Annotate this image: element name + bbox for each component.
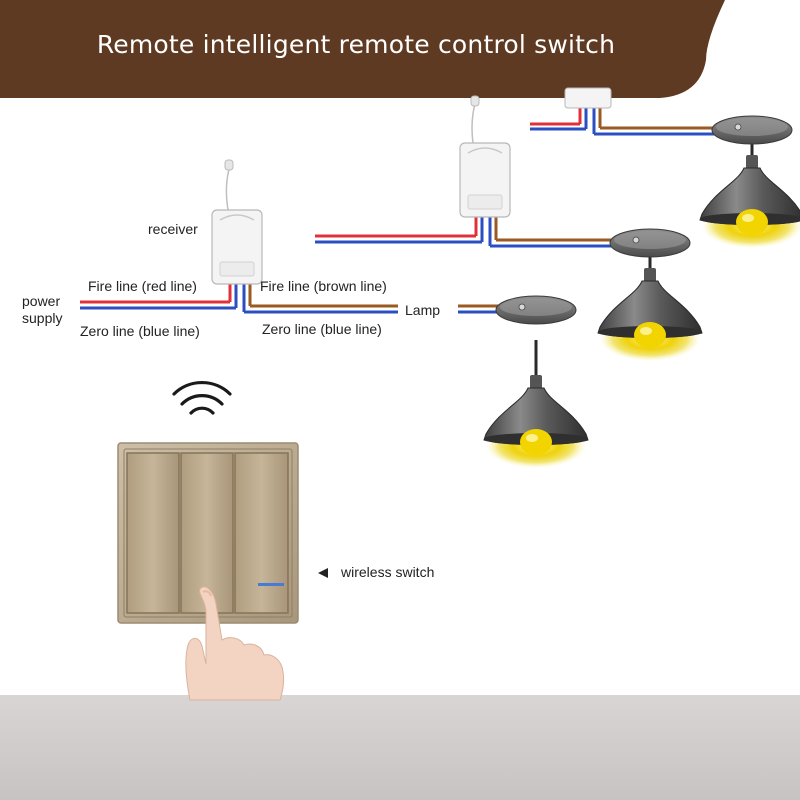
power-supply-label-line2: supply	[22, 310, 63, 326]
lamp-lower-left	[482, 295, 590, 470]
zero-line-blue-left-label: Zero line (blue line)	[80, 323, 200, 339]
lamp-middle-right	[596, 228, 704, 363]
wireless-switch-panel[interactable]	[117, 442, 299, 624]
lamp-top-right	[698, 115, 800, 250]
page-title: Remote intelligent remote control switch	[96, 30, 616, 59]
power-supply-label: power supply	[22, 293, 82, 327]
receiver-label: receiver	[148, 221, 198, 237]
lamp-label: Lamp	[405, 302, 441, 318]
receiver-middle-wires	[315, 216, 625, 248]
receiver-middle	[459, 95, 511, 218]
switch-key-1[interactable]	[126, 452, 180, 614]
left-pointer-icon	[318, 568, 328, 578]
switch-key-2[interactable]	[180, 452, 234, 614]
switch-key-3[interactable]	[234, 452, 289, 614]
wifi-signal-icon	[172, 380, 232, 415]
zero-line-blue-right-label: Zero line (blue line)	[262, 321, 382, 337]
header-banner	[0, 0, 725, 98]
receiver-top-wires	[530, 87, 730, 136]
indicator-led	[258, 583, 284, 586]
receiver-left	[211, 159, 263, 285]
wireless-switch-label: wireless switch	[341, 564, 435, 580]
power-supply-label-line1: power	[22, 293, 61, 309]
pointing-hand-icon	[185, 586, 285, 701]
fire-line-brown-label: Fire line (brown line)	[260, 278, 387, 294]
floor-band	[0, 695, 800, 800]
fire-line-red-label: Fire line (red line)	[88, 278, 197, 294]
